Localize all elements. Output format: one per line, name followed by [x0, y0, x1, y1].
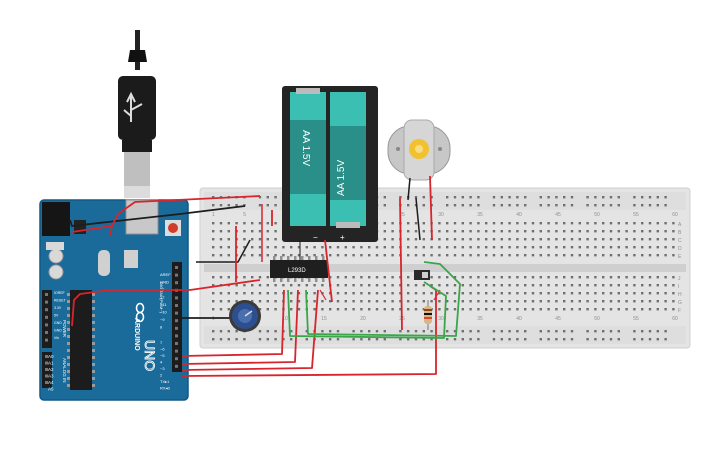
column-number: 45 [555, 212, 561, 218]
column-number: 50 [594, 212, 600, 218]
column-number: 50 [594, 316, 600, 322]
column-number: 30 [438, 212, 444, 218]
row-letter: D [678, 246, 682, 252]
digital-pin-labels-bottom: 7 ~6~5 4~3 2TX▸1RX◂0 [160, 340, 171, 391]
arduino-brand: ARDUINO [133, 318, 140, 351]
row-letter: G [678, 300, 682, 306]
power-pin-labels: IOREF RESET 3.3V 5V GND GND Vin [54, 291, 67, 340]
row-letter: E [678, 254, 682, 260]
column-number: 15 [321, 316, 327, 322]
column-number: 45 [555, 316, 561, 322]
power-jack [42, 202, 70, 236]
column-number: 20 [360, 316, 366, 322]
column-number: 25 [399, 212, 405, 218]
pin-label: 2 [160, 373, 163, 378]
column-number: 35 [477, 212, 483, 218]
row-letter: I [678, 284, 679, 290]
pin-label: 5V [54, 314, 59, 318]
column-number: 40 [516, 212, 522, 218]
wires[interactable] [69, 175, 461, 377]
usb-cable-icon[interactable] [118, 30, 156, 198]
column-number: 30 [438, 316, 444, 322]
pin-label: TX▸1 [160, 379, 170, 384]
row-letter: A [678, 222, 682, 228]
atmega-chip [70, 290, 92, 390]
pin-label: 3.3V [54, 306, 62, 310]
pin-label: A3 [48, 374, 54, 379]
row-letter: H [678, 292, 682, 298]
pin-label: A4 [48, 380, 54, 385]
battery-plus-label: + [340, 233, 345, 242]
column-number: 60 [672, 316, 678, 322]
pin-label: 7 [160, 340, 163, 345]
board-name-label: UNO [142, 340, 158, 371]
row-letter: J [678, 276, 681, 282]
pin-label: ~5 [160, 353, 165, 358]
column-number: 40 [516, 316, 522, 322]
digital-label: DIGITAL (PWM~) [159, 282, 164, 314]
pin-label: ~6 [160, 347, 165, 352]
resistor-icon[interactable] [424, 300, 432, 330]
arduino-infinity-logo [135, 302, 145, 323]
pin-label: IOREF [54, 291, 65, 295]
pin-label: GND [160, 280, 169, 285]
row-letter: B [678, 230, 682, 236]
potentiometer-icon[interactable] [229, 300, 261, 332]
l293d-chip[interactable]: L293D [270, 256, 328, 282]
pin-label: 12 [160, 295, 165, 300]
arduino-uno-board[interactable]: ARDUINO UNO DIGITAL (PWM~) POWER ANALOG … [39, 199, 189, 401]
analog-label: ANALOG IN [62, 358, 67, 383]
row-letter: C [678, 238, 682, 244]
pin-label: ~11 [160, 302, 167, 307]
pin-label: ~9 [160, 317, 165, 322]
dc-motor-icon[interactable] [387, 119, 451, 181]
pin-label: Vin [54, 336, 59, 340]
battery-pack[interactable]: AA 1.5V AA 1.5V − + [282, 86, 378, 242]
pin-label: ~10 [160, 310, 168, 315]
pin-label: GND [54, 321, 62, 325]
slide-switch-icon[interactable] [414, 270, 430, 280]
digital-header[interactable] [172, 262, 182, 372]
column-number: 5 [243, 212, 246, 218]
column-number: 10 [282, 316, 288, 322]
column-number: 1 [212, 316, 215, 322]
pin-label: 4 [160, 360, 163, 365]
pin-label: A5 [48, 387, 54, 392]
power-label: POWER [62, 320, 67, 338]
pin-label: AREF [160, 272, 171, 277]
power-header[interactable] [42, 290, 52, 348]
pin-label: A2 [48, 367, 54, 372]
pin-label: ~3 [160, 366, 165, 371]
pin-label: 8 [160, 325, 163, 330]
pin-label: A0 [48, 354, 54, 359]
column-number: 55 [633, 316, 639, 322]
column-number: 1 [212, 212, 215, 218]
pin-label: RX◂0 [160, 386, 171, 391]
battery-cell-1-label: AA 1.5V [300, 130, 311, 166]
column-number: 60 [672, 212, 678, 218]
battery-cell-2-label: AA 1.5V [336, 160, 347, 196]
ic-label: L293D [288, 268, 306, 274]
pin-label: RESET [54, 299, 67, 303]
row-letter: F [678, 308, 681, 314]
pin-label: GND [54, 329, 62, 333]
pin-label: A1 [48, 361, 54, 366]
column-number: 55 [633, 212, 639, 218]
column-number: 35 [477, 316, 483, 322]
battery-minus-label: − [313, 233, 318, 242]
